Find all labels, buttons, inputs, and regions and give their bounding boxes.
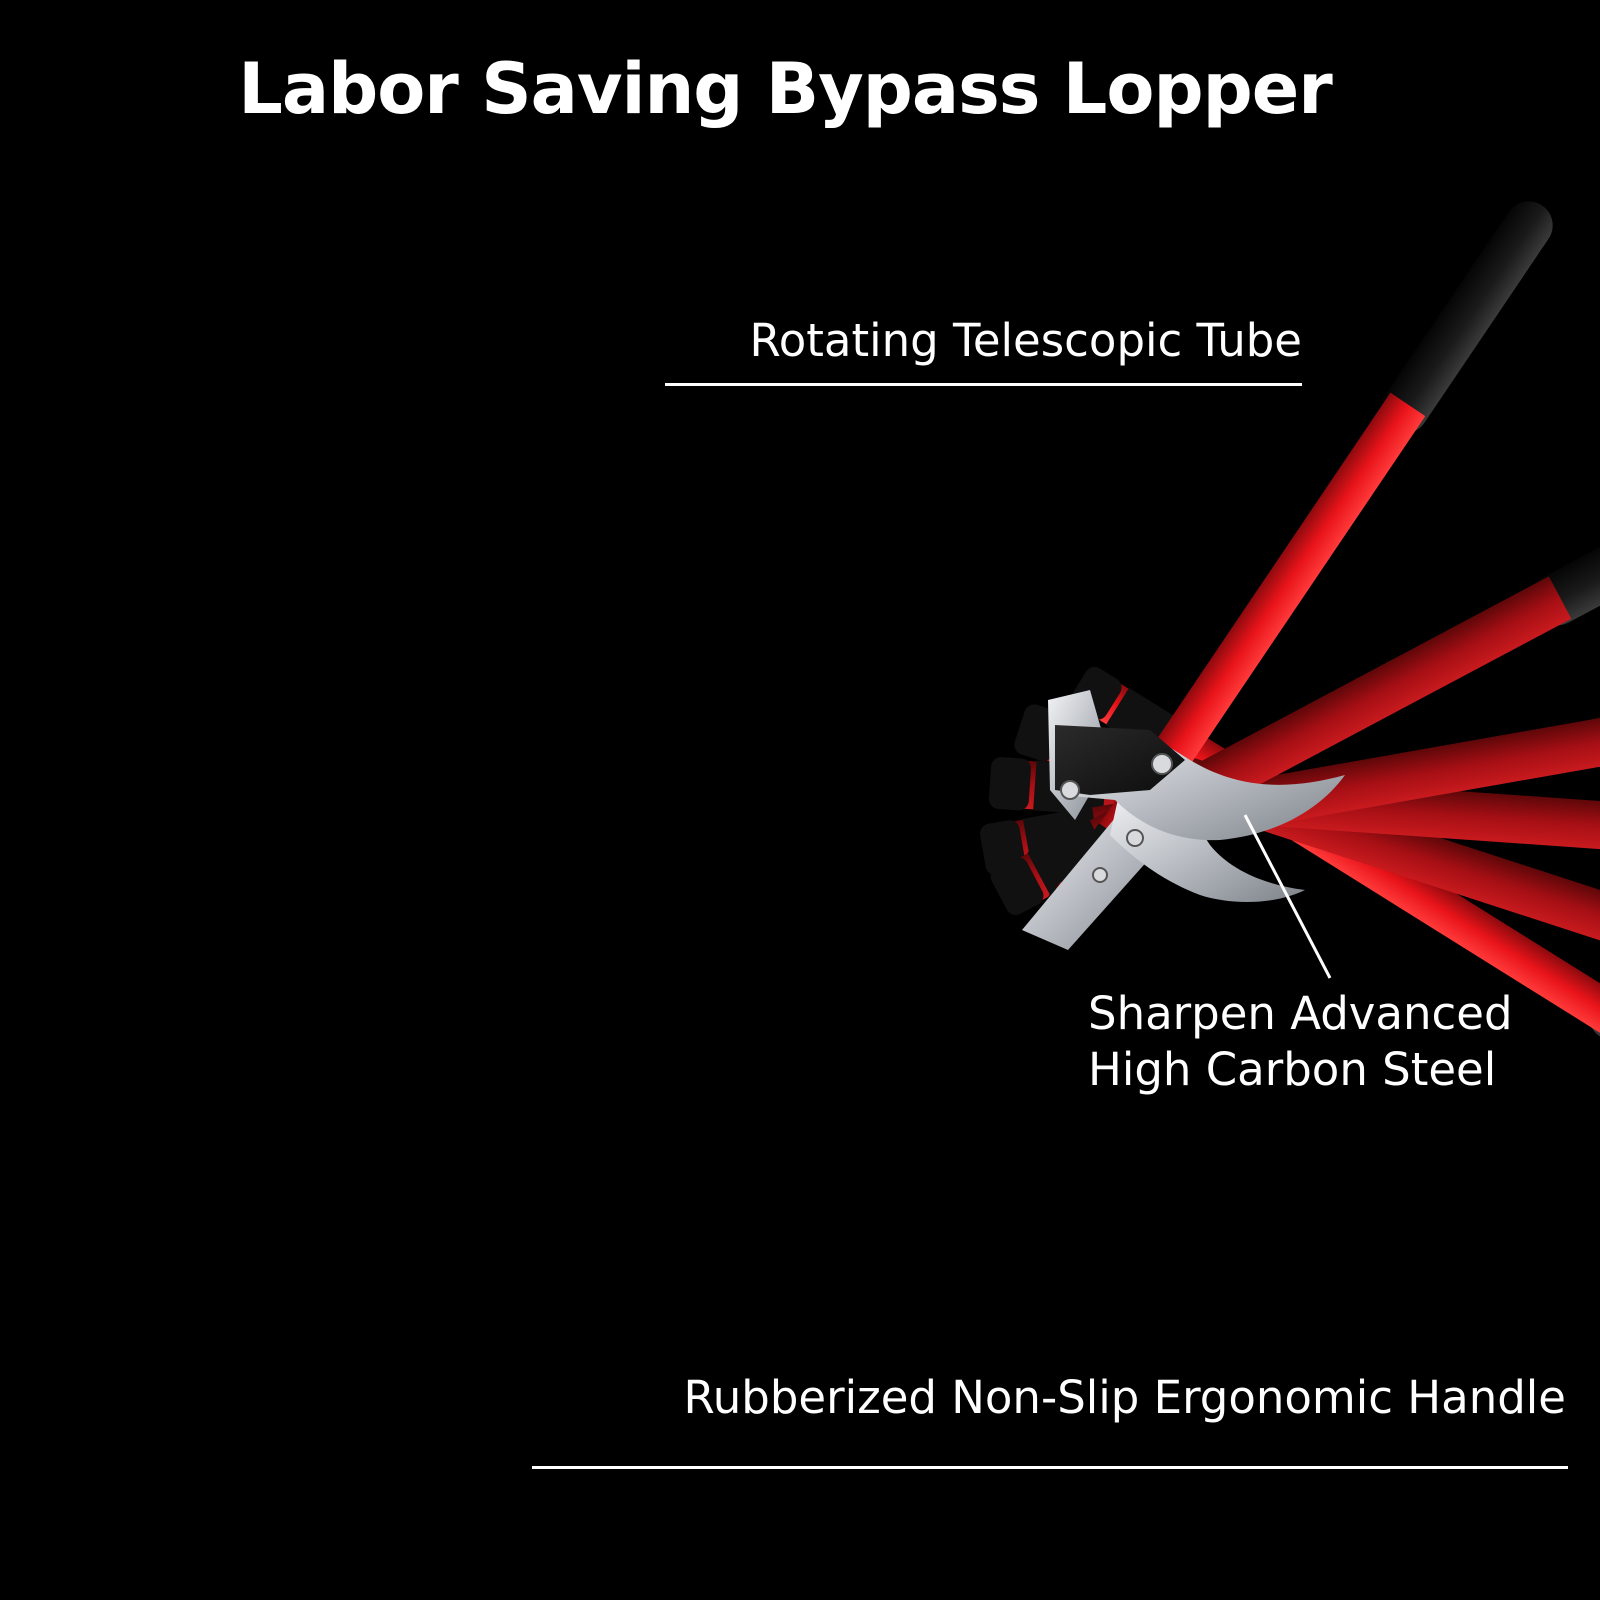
steel-leader-line bbox=[1243, 814, 1332, 979]
steel-callout: Sharpen Advanced High Carbon Steel bbox=[1088, 986, 1513, 1098]
tube-underline bbox=[665, 383, 1302, 386]
steel-callout-line1: Sharpen Advanced bbox=[1088, 987, 1513, 1040]
page-title: Labor Saving Bypass Lopper bbox=[238, 48, 1332, 130]
handle-underline bbox=[532, 1466, 1568, 1469]
blade-head bbox=[1022, 690, 1345, 950]
handle-callout: Rubberized Non-Slip Ergonomic Handle bbox=[683, 1371, 1566, 1424]
steel-callout-line2: High Carbon Steel bbox=[1088, 1043, 1497, 1096]
tube-callout: Rotating Telescopic Tube bbox=[749, 314, 1302, 367]
